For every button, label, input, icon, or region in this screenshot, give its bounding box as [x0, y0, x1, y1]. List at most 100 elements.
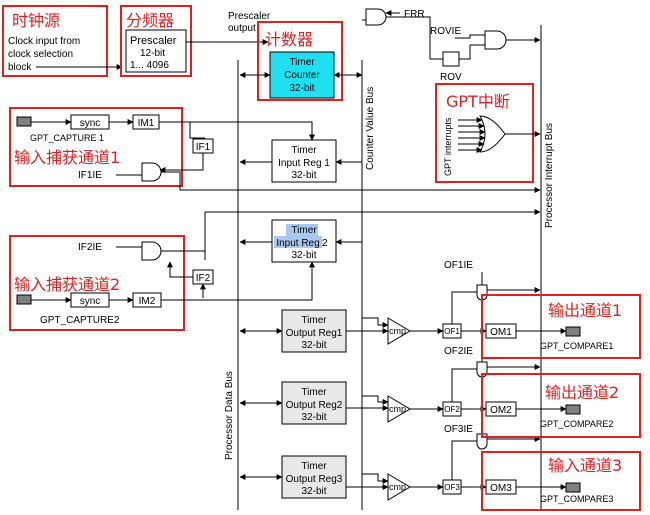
output-reg1-line1: Timer [301, 315, 327, 326]
capture-ch2-frame [9, 235, 185, 331]
frr-and-gate [365, 8, 387, 26]
out-ch1-frame [481, 294, 641, 359]
capture2-ie-label: IF2IE [78, 242, 102, 253]
of1-label: OF1 [444, 327, 460, 336]
input-reg2-line2-suffix: 2 [322, 238, 328, 249]
om1-label: OM1 [490, 327, 512, 338]
capture1-and-gate [141, 162, 162, 182]
capture-ch1-annotation: 输入捕获通道1 [14, 148, 120, 167]
gpt-interrupt-frame [435, 83, 534, 183]
capture2-pin-icon [16, 294, 32, 305]
capture1-if-to-and [159, 153, 204, 173]
output-channel-2: Timer Output Reg2 32-bit cmp OF2 OM2 GPT… [239, 346, 613, 429]
counter-value-bus: Counter Value Bus [361, 60, 376, 510]
of2ie-label: OF2IE [444, 346, 473, 357]
cmp1-comparator [387, 317, 411, 345]
out-ch1-annotation: 输出通道1 [548, 301, 622, 320]
processor-interrupt-bus: Processor Interrupt Bus [540, 25, 555, 510]
prescaler-title: Prescaler [130, 35, 177, 47]
prescaler-range: 1... 4096 [130, 60, 169, 71]
compare1-pin-label: GPT_COMPARE1 [540, 341, 613, 351]
input-reg1-line1: Timer [291, 145, 317, 156]
capture1-pin-label: GPT_CAPTURE 1 [30, 133, 104, 143]
processor-data-bus-label: Processor Data Bus [224, 371, 235, 460]
compare1-pin-icon [565, 326, 581, 337]
capture2-im-label: IM2 [139, 296, 156, 307]
output-reg1-line3: 32-bit [301, 340, 326, 351]
of1ie-label: OF1IE [444, 260, 473, 271]
counter-to-cmp2 [362, 395, 389, 405]
input-reg1-line2: Input Reg 1 [278, 158, 330, 169]
capture-ch1-frame [9, 107, 183, 187]
of3-and-gate [476, 433, 488, 450]
of3ie-label: OF3IE [444, 424, 473, 435]
counter-frame [257, 21, 343, 101]
out-ch3-frame [481, 451, 641, 511]
out-ch2-frame [481, 373, 641, 438]
clock-input-text-1: Clock input from [8, 36, 80, 47]
processor-interrupt-bus-label: Processor Interrupt Bus [544, 123, 555, 228]
clock-input-text-3: block [8, 62, 32, 73]
counter-rollover-wire [386, 16, 443, 60]
input-reg2-line1: Timer [291, 225, 317, 236]
counter-to-cmp1 [362, 317, 389, 328]
rovie-wire [455, 34, 485, 39]
rov-and-gate [484, 30, 507, 50]
timer-counter-line2: Counter [284, 70, 320, 81]
divider-annotation: 分频器 [126, 11, 174, 30]
output-reg2-line2: Output Reg2 [286, 400, 343, 411]
of3-label: OF3 [444, 483, 460, 492]
output-reg3-line3: 32-bit [301, 486, 326, 497]
processor-data-bus: Processor Data Bus [224, 60, 239, 510]
capture1-pin-icon [16, 116, 32, 127]
om3-label: OM3 [490, 483, 512, 494]
divider-frame [120, 5, 192, 77]
om2-label: OM2 [490, 405, 512, 416]
timer-counter-line3: 32-bit [289, 83, 314, 94]
input-reg1-line3: 32-bit [291, 170, 316, 181]
compare2-pin-icon [565, 404, 581, 415]
clock-source-frame [2, 5, 108, 77]
rov-flag-wire [459, 44, 485, 60]
output-reg2-line3: 32-bit [301, 412, 326, 423]
counter-value-bus-label: Counter Value Bus [365, 87, 376, 170]
prescaler-output-label-1: Prescaler [228, 11, 271, 22]
prescaler-bits: 12-bit [140, 48, 165, 59]
input-reg2-line3: 32-bit [291, 250, 316, 261]
input-reg2-highlight-1 [286, 224, 318, 236]
output-reg2-line1: Timer [301, 387, 327, 398]
rovie-label: ROVIE [430, 26, 461, 37]
output-reg1-line2: Output Reg1 [286, 328, 343, 339]
compare3-pin-label: GPT_COMPARE3 [540, 494, 613, 504]
out-ch2-annotation: 输出通道2 [545, 383, 619, 402]
cmp3-label: cmp [389, 482, 406, 492]
timer-counter-block [269, 51, 335, 99]
output-channel-1: Timer Output Reg1 32-bit cmp OF1 OM1 GPT… [239, 260, 613, 353]
gpt-interrupt-annotation: GPT中断 [446, 92, 510, 111]
timer-output-reg1 [281, 309, 347, 353]
cmp2-comparator [387, 395, 411, 423]
input-reg2-highlight-2 [274, 236, 322, 248]
capture1-to-if-wire [189, 122, 205, 139]
cmp1-label: cmp [389, 326, 406, 336]
gpt-or-gate-inputs [458, 117, 486, 153]
capture1-to-input-reg [159, 121, 315, 141]
of1-to-and [451, 291, 477, 324]
frr-label: FRR [404, 9, 425, 20]
of3-to-and [451, 440, 477, 480]
capture2-sync-label: sync [80, 296, 101, 307]
gpt-interrupts-label: GPT interrupts [443, 117, 453, 176]
prescaler-output-label-2: output [228, 23, 256, 34]
capture1-im-label: IM1 [138, 118, 155, 129]
input-reg2-line2: Input Reg [276, 238, 319, 249]
counter-annotation: 计数器 [265, 30, 313, 49]
prescaler-block [125, 29, 187, 73]
capture2-pin-label: GPT_CAPTURE2 [40, 315, 120, 326]
output-reg3-line1: Timer [301, 461, 327, 472]
cmp3-comparator [387, 473, 411, 501]
capture2-and-gate [141, 241, 162, 261]
compare2-pin-label: GPT_COMPARE2 [540, 419, 613, 429]
timer-output-reg3 [281, 455, 347, 499]
capture2-if-label: IF2 [196, 273, 211, 284]
